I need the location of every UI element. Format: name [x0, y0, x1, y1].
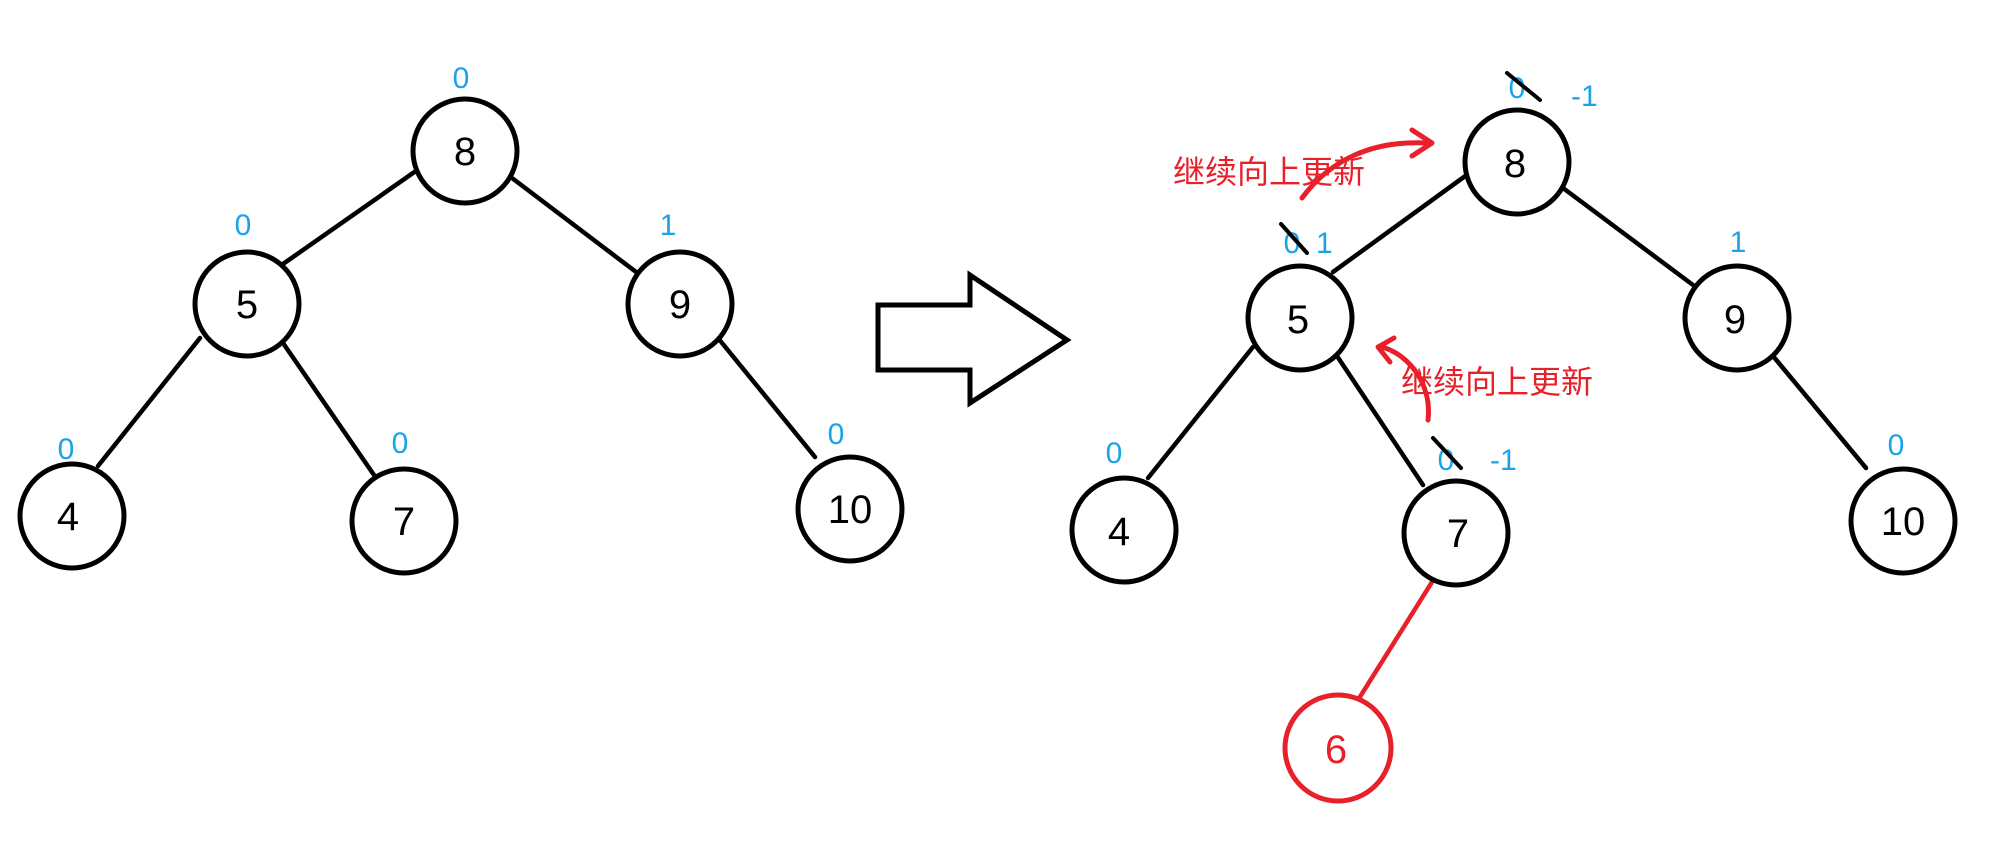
- arrowhead-icon: [1375, 335, 1397, 365]
- node-circle: [410, 96, 520, 206]
- tree-node: 7 0 -1: [1401, 436, 1517, 588]
- edge-8-9: [1560, 185, 1696, 288]
- edge-7-6: [1355, 579, 1435, 703]
- balance-factor-new: -1: [1571, 80, 1598, 113]
- curved-arrow-icon: [1299, 140, 1431, 201]
- node-label: 8: [454, 130, 476, 174]
- annotation-upper: 继续向上更新: [1173, 153, 1365, 191]
- tree-node: 4 0: [17, 433, 127, 571]
- node-circle: [17, 461, 127, 571]
- edge-5-4: [95, 335, 203, 469]
- annotation-lower: 继续向上更新: [1401, 363, 1593, 401]
- edge-9-10: [715, 335, 818, 460]
- balance-factor: 0: [235, 209, 252, 242]
- node-label: 4: [57, 495, 79, 539]
- after-tree: 8 0 -1 5 0 1 9 1 4 0 7 0: [1069, 71, 1958, 804]
- node-label: 8: [1504, 142, 1526, 186]
- balance-factor: 0: [828, 418, 845, 451]
- balance-factor-old: 0: [1438, 444, 1455, 477]
- balance-factor-new: 1: [1316, 227, 1333, 260]
- right-arrow-icon: [875, 270, 1072, 408]
- tree-node: 10 0: [1848, 429, 1958, 576]
- node-circle: [1848, 466, 1958, 576]
- strike-mark: [1279, 222, 1309, 255]
- node-label: 10: [1881, 500, 1926, 544]
- node-label: 7: [1447, 512, 1469, 556]
- node-circle: [1069, 475, 1179, 585]
- inserted-node: 6: [1282, 692, 1394, 804]
- node-circle: [1462, 107, 1572, 217]
- balance-factor: 1: [1730, 226, 1747, 259]
- balance-factor: 0: [58, 433, 75, 466]
- node-circle: [1401, 478, 1511, 588]
- balance-factor: 0: [392, 427, 409, 460]
- tree-node: 10 0: [795, 418, 905, 564]
- strike-mark: [1505, 71, 1542, 102]
- tree-node: 5 0 1: [1245, 222, 1355, 373]
- node-circle: [1682, 263, 1792, 373]
- node-label: 5: [236, 283, 258, 327]
- node-label: 9: [1724, 298, 1746, 342]
- node-label: 9: [669, 283, 691, 327]
- balance-factor-new: -1: [1490, 444, 1517, 477]
- before-tree: 8 0 5 0 9 1 4 0 7 0 10 0: [17, 62, 905, 576]
- edge-8-9: [509, 175, 643, 278]
- edge-8-5: [1330, 171, 1471, 275]
- node-label: 10: [828, 488, 873, 532]
- arrowhead-icon: [1409, 127, 1435, 159]
- node-circle: [192, 249, 302, 359]
- node-label: 4: [1108, 510, 1130, 554]
- edge-5-7: [280, 340, 377, 478]
- tree-node: 7 0: [349, 427, 459, 576]
- edge-5-4: [1145, 344, 1256, 481]
- tree-node: 9 1: [625, 209, 735, 359]
- balance-factor: 0: [1888, 429, 1905, 462]
- balance-factor: 1: [660, 209, 677, 242]
- balance-factor: 0: [453, 62, 470, 95]
- node-circle: [349, 466, 459, 576]
- balance-factor-old: 0: [1284, 227, 1301, 260]
- node-label: 6: [1325, 728, 1347, 772]
- tree-node: 5 0: [192, 209, 302, 359]
- node-label: 5: [1287, 298, 1309, 342]
- tree-node: 8 0 -1: [1462, 71, 1598, 217]
- edge-8-5: [280, 163, 426, 267]
- tree-node: 8 0: [410, 62, 520, 206]
- edge-9-10: [1765, 347, 1869, 471]
- node-circle: [1245, 263, 1355, 373]
- node-circle: [625, 249, 735, 359]
- curved-arrow-icon: [1379, 344, 1431, 423]
- edge-5-7: [1332, 350, 1426, 488]
- node-circle: [795, 454, 905, 564]
- tree-node: 9 1: [1682, 226, 1792, 373]
- strike-mark: [1431, 436, 1463, 470]
- tree-node: 4 0: [1069, 437, 1179, 585]
- node-circle: [1282, 692, 1394, 804]
- balance-factor: 0: [1106, 437, 1123, 470]
- node-label: 7: [393, 500, 415, 544]
